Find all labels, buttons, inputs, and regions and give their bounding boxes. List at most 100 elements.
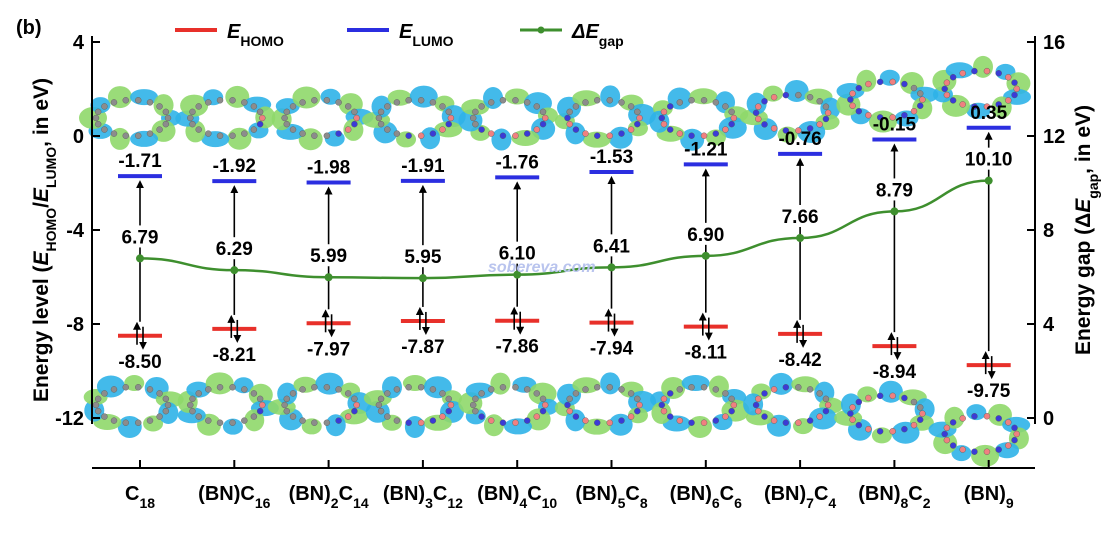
gap-point (324, 273, 333, 282)
gap-value-label: 5.99 (310, 246, 347, 267)
gap-label-bg (304, 244, 353, 267)
right-tick-label: 8 (1043, 220, 1054, 242)
lumo-value-label: -0.76 (778, 129, 821, 150)
category-label: (BN)2C14 (289, 483, 369, 511)
orbital-ring (650, 375, 750, 438)
orbital-ring (928, 403, 1031, 467)
lumo-value-label: -1.98 (307, 158, 350, 179)
orbital-ring (271, 86, 374, 151)
panel-label: (b) (16, 17, 42, 39)
left-tick-label: -12 (55, 408, 84, 430)
category-label: C18 (125, 483, 155, 511)
gap-point (890, 207, 899, 216)
gap-point (796, 233, 805, 242)
right-tick-label: 4 (1043, 314, 1055, 336)
orbital-ring (836, 69, 939, 133)
gap-point (136, 254, 144, 263)
gap-label-bg (870, 178, 919, 201)
category-label: (BN)5C8 (575, 483, 647, 511)
category-label: (BN)4C10 (477, 483, 557, 511)
gap-line (139, 179, 989, 280)
orbital-ring (362, 85, 466, 150)
gap-label-bg (681, 222, 730, 245)
orbital-ring (932, 55, 1032, 119)
category-label: (BN)8C2 (858, 483, 930, 511)
orbital-ring (267, 372, 372, 437)
watermark: sobereva.com (488, 259, 596, 276)
gap-value-label: 10.10 (965, 150, 1013, 171)
homo-value-label: -8.21 (213, 345, 257, 366)
orbital-ring (458, 86, 558, 151)
lumo-value-label: -1.53 (590, 147, 633, 168)
lumo-value-label: -0.15 (873, 115, 917, 136)
orbital-ring (177, 372, 279, 436)
homo-value-label: -7.86 (496, 337, 539, 358)
category-label: (BN)C16 (198, 483, 270, 511)
legend-marker (537, 26, 545, 34)
gap-label-bg (493, 241, 542, 264)
left-axis-title: Energy level (EHOMO/ELUMO, in eV) (30, 78, 59, 402)
gap-value-label: 6.90 (687, 225, 724, 246)
gap-point (418, 274, 427, 283)
lumo-value-label: -1.91 (401, 156, 445, 177)
orbital-ring (458, 372, 559, 437)
gap-label-bg (776, 204, 825, 227)
orbital-ring (79, 86, 181, 150)
gap-label-bg (587, 234, 636, 257)
orbital-ring (83, 375, 184, 438)
right-axis-title: Energy gap (ΔEgap, in eV) (1072, 105, 1101, 355)
homo-value-label: -7.97 (307, 339, 350, 360)
gap-point (701, 251, 710, 260)
gap-label-bg (210, 237, 259, 260)
lumo-value-label: -1.92 (213, 156, 256, 177)
gap-point (607, 263, 616, 272)
homo-value-label: -7.87 (401, 337, 444, 358)
gap-point (230, 266, 239, 275)
homo-value-label: -8.94 (873, 362, 917, 383)
orbital-ring (739, 79, 841, 143)
right-tick-label: 0 (1043, 408, 1054, 430)
legend-label: ELUMO (399, 21, 454, 49)
left-tick-label: 0 (73, 126, 84, 148)
orbital-ring (363, 375, 464, 438)
homo-value-label: -9.75 (967, 381, 1011, 402)
category-label: (BN)3C12 (383, 483, 463, 511)
gap-point (984, 176, 993, 185)
orbital-ring (649, 87, 749, 151)
orbital-ring (554, 372, 657, 436)
gap-value-label: 6.10 (499, 244, 536, 265)
gap-value-label: 7.66 (782, 207, 819, 228)
left-tick-label: 4 (73, 32, 85, 54)
gap-value-label: 5.95 (404, 247, 441, 268)
gap-label-bg (398, 245, 447, 268)
gap-label-bg (964, 147, 1013, 170)
lumo-value-label: -1.21 (684, 139, 728, 160)
orbital-ring (175, 85, 276, 150)
energy-levels: -8.50 -1.71 -8.21 -1.92 -7.97 -1.98 -7.87 -1.91… (118, 103, 1011, 402)
lumo-value-label: -1.76 (496, 152, 539, 173)
homo-value-label: -8.50 (118, 352, 161, 373)
homo-value-label: -8.11 (685, 343, 728, 364)
gap-label-bg (116, 225, 164, 248)
gap-series: 6.79 6.29 5.99 5.95 6.10 6.41 6.90 7.66 8.79 10.1… (116, 147, 1013, 283)
lumo-value-label: -1.71 (118, 151, 162, 172)
homo-value-label: -8.42 (778, 350, 821, 371)
gap-value-label: 6.41 (593, 236, 630, 257)
homo-value-label: -7.94 (590, 339, 634, 360)
orbital-ring (743, 372, 844, 437)
right-tick-label: 16 (1043, 32, 1065, 54)
gap-value-label: 6.29 (216, 239, 253, 260)
left-tick-label: -4 (66, 220, 85, 242)
category-label: (BN)7C4 (764, 483, 836, 511)
right-tick-label: 12 (1043, 126, 1065, 148)
lumo-value-label: 0.35 (970, 103, 1007, 124)
legend-label: EHOMO (227, 21, 284, 49)
gap-value-label: 6.79 (122, 227, 159, 248)
orbital-ring (834, 380, 935, 444)
gap-value-label: 8.79 (876, 180, 913, 201)
gap-point (513, 270, 522, 279)
orbital-ring (554, 85, 657, 149)
category-label: (BN)9 (964, 483, 1014, 511)
